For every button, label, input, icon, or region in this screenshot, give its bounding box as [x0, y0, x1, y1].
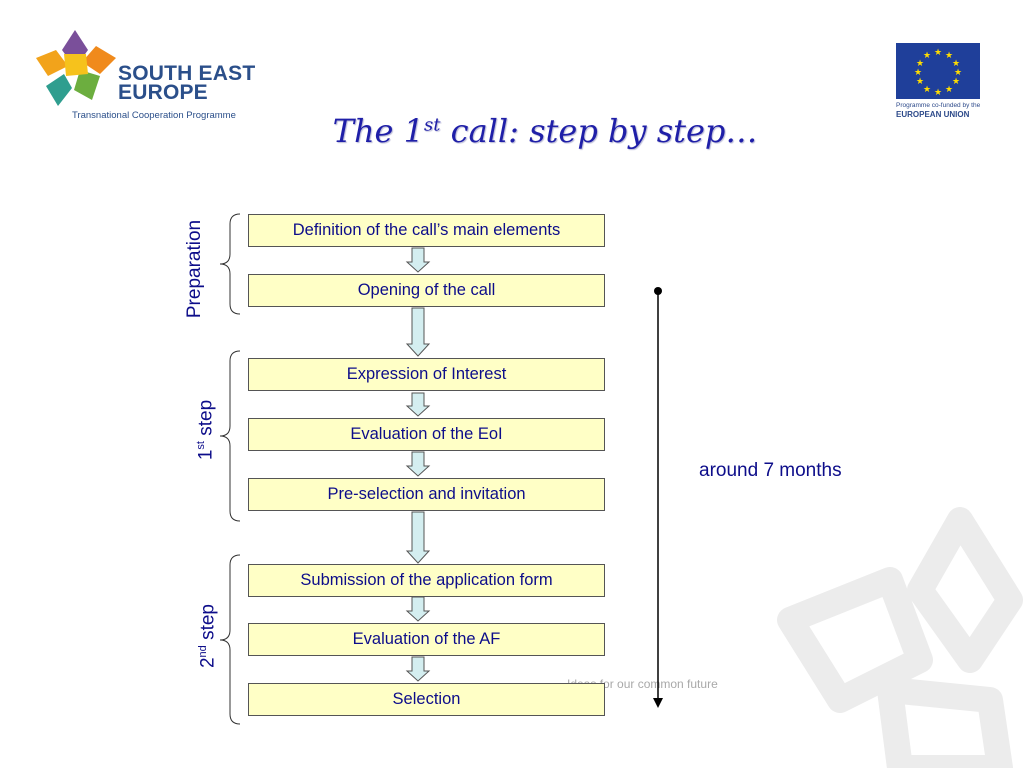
- title-text-rest: call: step by step…: [440, 112, 758, 150]
- step-box-expression-of-interest: Expression of Interest: [248, 358, 605, 391]
- svg-text:★: ★: [954, 68, 962, 78]
- logo-line-1: SOUTH EAST: [118, 62, 256, 85]
- phase-step2-label: 2nd step: [191, 556, 219, 716]
- watermark-flower-icon: [777, 507, 1023, 768]
- step1-brace: [219, 350, 241, 522]
- eu-caption-bold: EUROPEAN UNION: [896, 110, 970, 119]
- phase-label-number: 2: [197, 657, 219, 669]
- arrow-6: [405, 596, 431, 622]
- svg-text:★: ★: [952, 77, 960, 87]
- eu-flag-icon: ★ ★ ★ ★ ★ ★ ★ ★ ★ ★ ★ ★: [896, 43, 980, 99]
- step-box-evaluation-af: Evaluation of the AF: [248, 623, 605, 656]
- step-box-definition: Definition of the call’s main elements: [248, 214, 605, 247]
- preparation-brace: [219, 213, 241, 315]
- logo-line-2: EUROPE: [118, 81, 208, 104]
- svg-text:★: ★: [914, 68, 922, 78]
- step-box-selection: Selection: [248, 683, 605, 716]
- phase-step1-label: 1st step: [189, 350, 217, 510]
- page-title: The 1st call: step by step…: [0, 112, 1024, 150]
- arrow-4: [405, 451, 431, 477]
- svg-text:★: ★: [934, 48, 942, 58]
- svg-text:★: ★: [916, 59, 924, 69]
- svg-text:★: ★: [923, 85, 931, 95]
- phase-label-suffix: step: [197, 603, 219, 646]
- arrow-1: [405, 247, 431, 273]
- svg-text:★: ★: [945, 51, 953, 61]
- step-box-evaluation-eoi: Evaluation of the EoI: [248, 418, 605, 451]
- phase-preparation-label: Preparation: [183, 189, 207, 349]
- phase-label-superscript: st: [195, 441, 207, 450]
- step-box-opening: Opening of the call: [248, 274, 605, 307]
- eu-caption: Programme co-funded by the: [896, 102, 981, 109]
- title-superscript: st: [424, 114, 441, 136]
- programme-logo-icon: [36, 30, 116, 106]
- svg-text:★: ★: [945, 85, 953, 95]
- arrow-2: [405, 307, 431, 357]
- arrow-7: [405, 656, 431, 682]
- step-box-preselection: Pre-selection and invitation: [248, 478, 605, 511]
- arrow-3: [405, 392, 431, 417]
- programme-logo-name: SOUTH EAST EUROPE: [118, 62, 288, 104]
- svg-text:★: ★: [952, 59, 960, 69]
- phase-label-superscript: nd: [197, 645, 209, 658]
- phase-label-suffix: step: [195, 399, 217, 442]
- duration-label: around 7 months: [699, 460, 842, 481]
- arrow-5: [405, 511, 431, 564]
- timeline-arrowhead: [653, 698, 663, 708]
- title-text: The 1: [332, 112, 425, 150]
- phase-label-number: 1: [195, 449, 217, 461]
- phase-label-text: Preparation: [184, 219, 205, 319]
- step2-brace: [219, 554, 241, 725]
- programme-logo-subtitle: Transnational Cooperation Programme: [72, 110, 236, 121]
- step-box-submission: Submission of the application form: [248, 564, 605, 597]
- svg-text:★: ★: [923, 51, 931, 61]
- svg-text:★: ★: [916, 77, 924, 87]
- svg-text:★: ★: [934, 88, 942, 98]
